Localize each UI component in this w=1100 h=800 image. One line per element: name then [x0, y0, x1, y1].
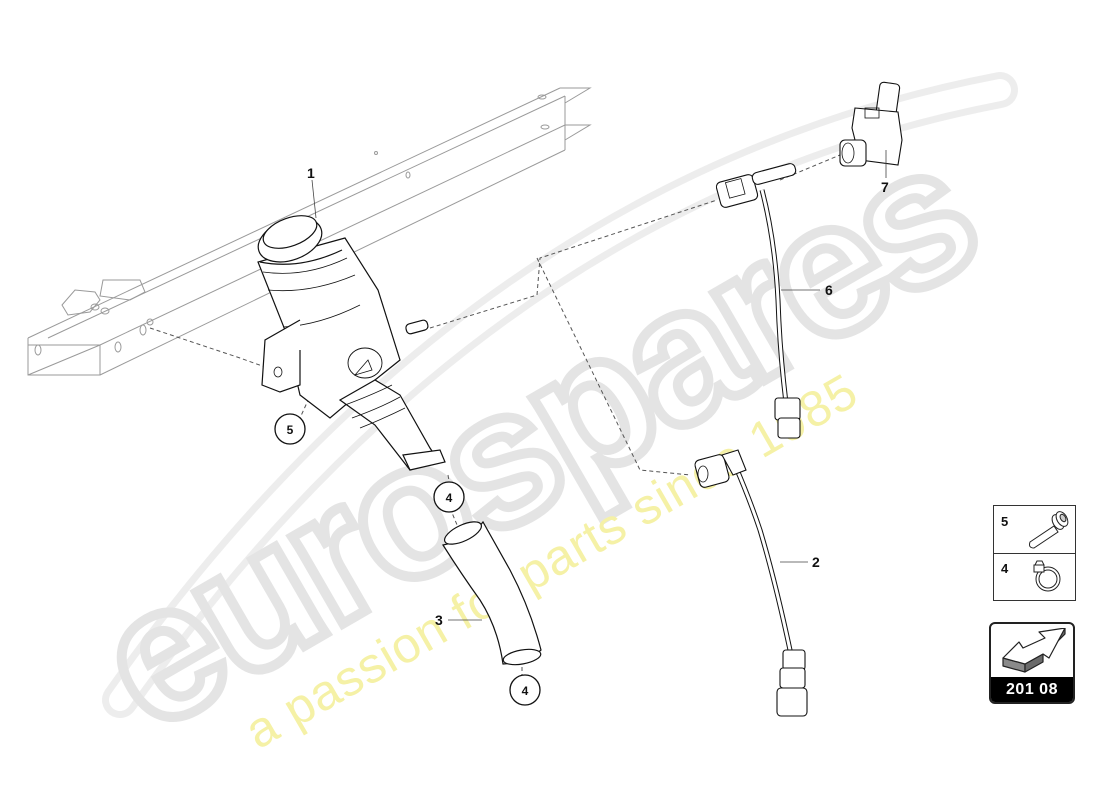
svg-text:4: 4: [446, 491, 453, 505]
legend-number: 5: [1001, 514, 1009, 529]
callout-7[interactable]: 7: [881, 179, 889, 195]
callout-3[interactable]: 3: [435, 612, 443, 628]
circle-marker-4-upper[interactable]: 4: [433, 481, 465, 513]
hose-clamp-icon: [1033, 560, 1061, 592]
part-6-fuel-line-upper[interactable]: [715, 163, 801, 439]
watermark: eurospares a passion for parts since 198…: [60, 72, 1018, 776]
diagram-code: 201 08: [991, 677, 1073, 702]
callout-1[interactable]: 1: [307, 165, 315, 181]
hardware-legend: 5 4: [993, 505, 1076, 601]
svg-text:4: 4: [522, 684, 529, 698]
callout-2[interactable]: 2: [812, 554, 820, 570]
legend-item-hose-clamp[interactable]: 4: [994, 553, 1075, 600]
bolt-icon: [1029, 511, 1069, 549]
part-7-sensor[interactable]: [839, 81, 903, 167]
watermark-brand: eurospares: [60, 72, 1018, 776]
circle-marker-4-lower[interactable]: 4: [509, 674, 541, 706]
next-diagram-link[interactable]: 201 08: [989, 622, 1075, 704]
svg-text:5: 5: [287, 423, 294, 437]
circle-marker-5[interactable]: 5: [274, 413, 306, 445]
callout-6[interactable]: 6: [825, 282, 833, 298]
legend-number: 4: [1001, 561, 1009, 576]
part-3-hose[interactable]: [441, 517, 542, 667]
watermark-brand-text: eurospares: [65, 105, 1006, 771]
callouts: [311, 150, 887, 621]
part-1-filler-neck[interactable]: [252, 209, 446, 471]
arrow-right-up-icon: [1002, 628, 1066, 673]
legend-item-bolt[interactable]: 5: [994, 506, 1075, 554]
part-2-fuel-line-lower[interactable]: [694, 449, 808, 717]
